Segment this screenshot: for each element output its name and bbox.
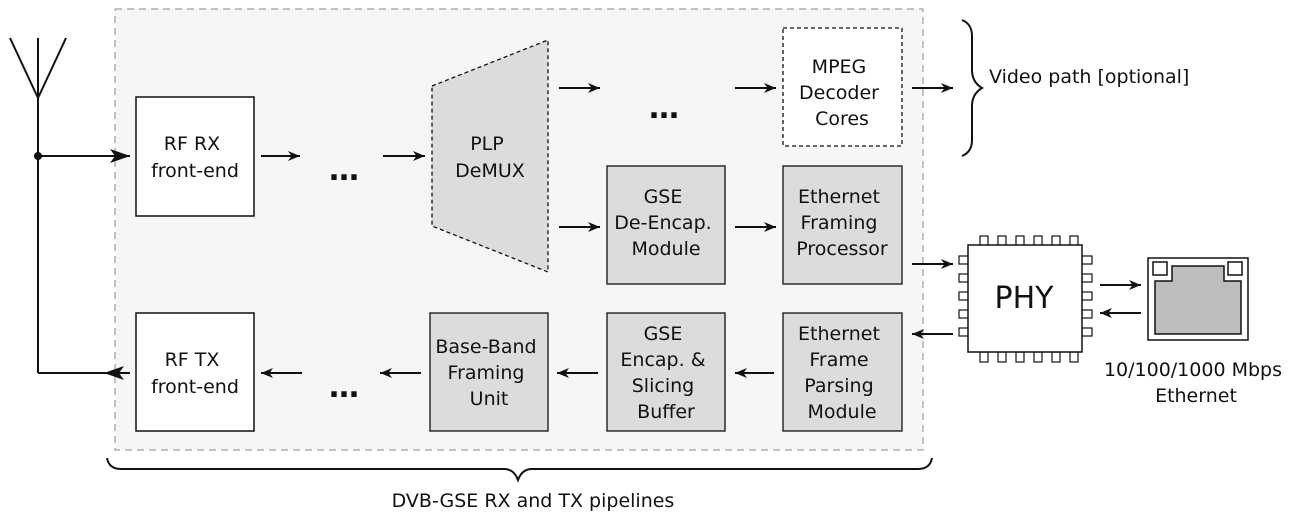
ellipsis-rx: … (329, 153, 361, 188)
phy-label: PHY (995, 281, 1055, 316)
rf-tx-block (135, 312, 255, 432)
rf-rx-block (135, 96, 255, 217)
pipeline-caption: DVB-GSE RX and TX pipelines (392, 490, 675, 512)
ethernet-port-icon (1147, 257, 1249, 341)
baseband-block (429, 312, 549, 432)
gse-encap-block (606, 312, 726, 432)
gse-encap-label: GSE Encap. & Slicing Buffer (620, 323, 711, 423)
eth-framing-label: Ethernet Framing Processor (796, 186, 888, 260)
baseband-label: Base-Band Framing Unit (435, 336, 542, 410)
ellipsis-tx: … (329, 370, 361, 405)
eth-parsing-block (782, 312, 903, 432)
phy-chip (967, 244, 1083, 353)
mpeg-decoder-block (782, 27, 903, 147)
antenna-icon (9, 37, 105, 374)
phy-chip-pins (958, 235, 1093, 363)
rf-tx-label: RF TX front-end (151, 349, 239, 398)
video-path-label: Video path [optional] (989, 66, 1189, 88)
gse-deencap-label: GSE De-Encap. Module (614, 186, 717, 260)
gse-deencap-block (606, 165, 726, 285)
eth-framing-block (782, 165, 903, 285)
eth-parsing-label: Ethernet Frame Parsing Module (798, 323, 886, 423)
plp-demux-label: PLP DeMUX (455, 133, 525, 182)
ellipsis-video: … (649, 91, 681, 126)
plp-demux-block (431, 39, 549, 273)
mpeg-decoder-label: MPEG Decoder Cores (799, 56, 885, 130)
video-path-brace (961, 19, 984, 157)
rf-rx-label: RF RX front-end (151, 133, 239, 182)
ethernet-label: 10/100/1000 Mbps Ethernet (1104, 359, 1288, 407)
pipeline-brace (106, 457, 933, 483)
